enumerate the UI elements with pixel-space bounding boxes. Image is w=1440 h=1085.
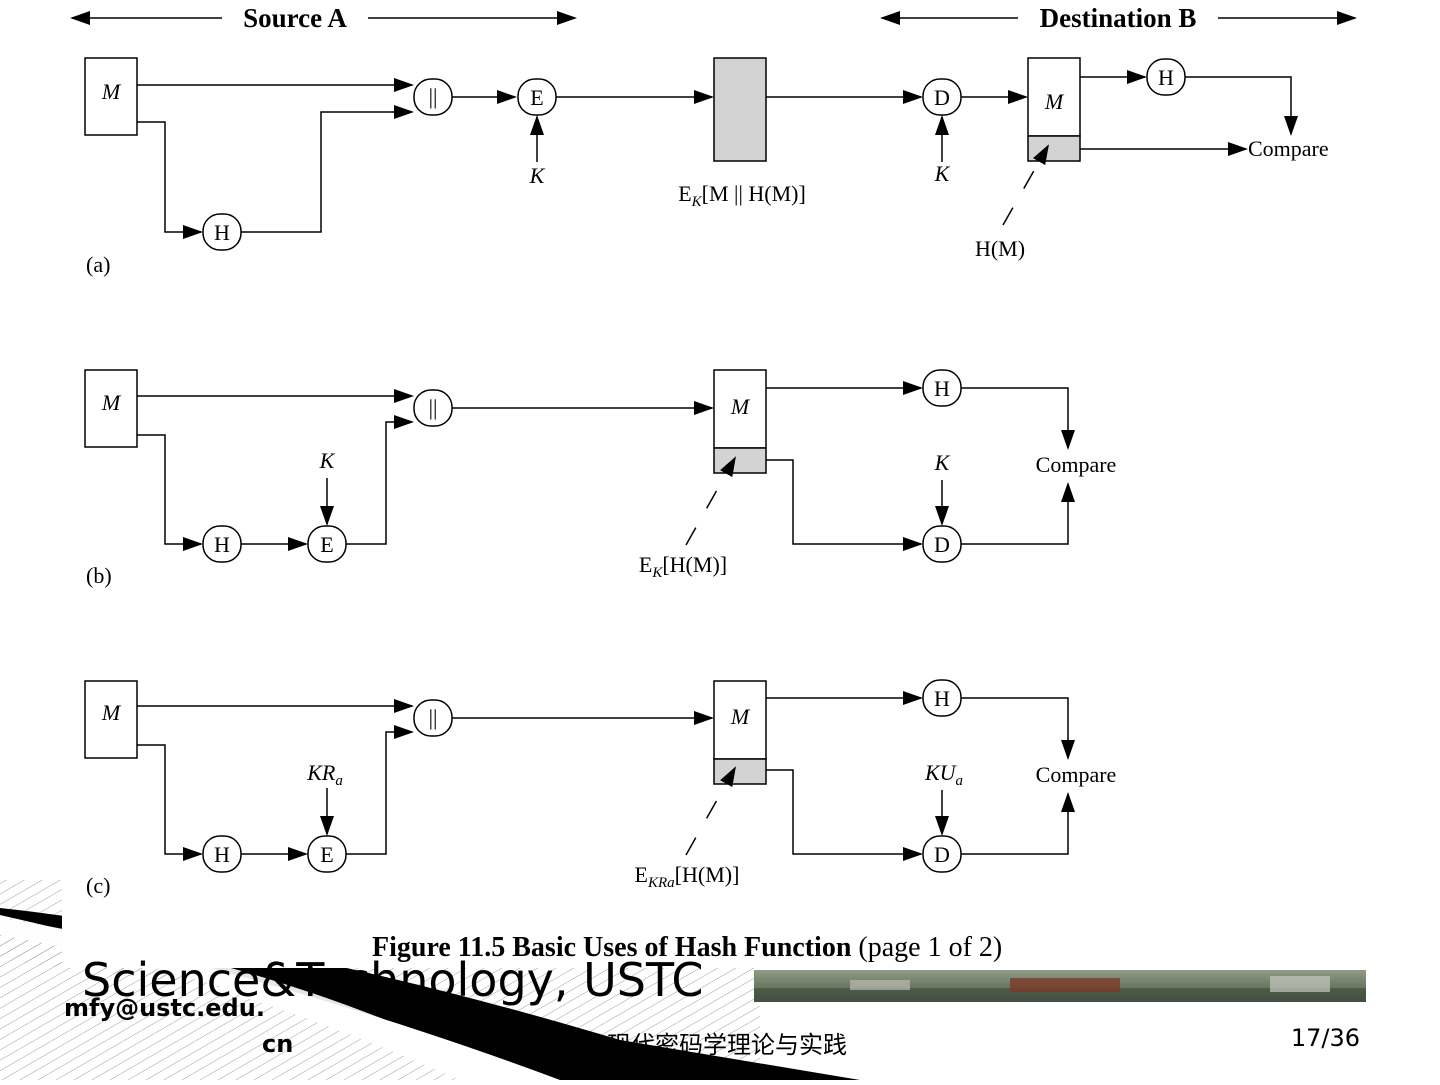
footer-email-line1: mfy@ustc.edu. <box>64 994 265 1022</box>
c-compare-label: Compare <box>1036 762 1117 787</box>
c-key-dec: KUa <box>924 760 963 789</box>
campus-photo <box>754 970 1366 1002</box>
c-recv-message: M <box>730 704 751 729</box>
a-decrypt-node: D <box>934 85 950 110</box>
a-encrypt-node: E <box>530 85 543 110</box>
a-hash-node-b: H <box>1158 65 1174 90</box>
page-number: 17/36 <box>1291 1024 1360 1052</box>
a-transmitted-label: EK[M || H(M)] <box>678 181 806 210</box>
c-panel-label: (c) <box>86 873 110 898</box>
b-encrypt-node: E <box>320 532 333 557</box>
a-panel-label: (a) <box>86 252 110 277</box>
c-encrypt-node: E <box>320 842 333 867</box>
a-recv-message: M <box>1044 89 1065 114</box>
a-key-enc: K <box>529 163 546 188</box>
a-compare-label: Compare <box>1248 136 1329 161</box>
b-hash-node-b: H <box>934 376 950 401</box>
b-panel-label: (b) <box>86 563 112 588</box>
destination-b-label: Destination B <box>1040 3 1197 33</box>
footer-email-line2: cn <box>262 1030 293 1058</box>
c-message-label: M <box>101 700 122 725</box>
source-a-label: Source A <box>243 3 347 33</box>
b-recv-label: EK[H(M)] <box>639 552 727 581</box>
b-recv-message: M <box>730 394 751 419</box>
c-concat-node: || <box>429 705 438 730</box>
b-concat-node: || <box>429 395 438 420</box>
diagram-a <box>84 57 1298 251</box>
diagram-c-text: M H E KRa || M H KUa D Compare EKRa[H(M)… <box>86 686 1116 898</box>
figure-caption: Figure 11.5 Basic Uses of Hash Function … <box>372 932 1002 963</box>
b-compare-label: Compare <box>1036 452 1117 477</box>
c-hash-node-b: H <box>934 686 950 711</box>
b-decrypt-node: D <box>934 532 950 557</box>
footer-watermark: Science&Technology, USTC <box>82 953 704 1007</box>
c-recv-label: EKRa[H(M)] <box>635 862 740 891</box>
b-key-dec: K <box>934 450 951 475</box>
c-hash-node: H <box>214 842 230 867</box>
c-key-enc: KRa <box>306 760 343 789</box>
diagram-c <box>84 679 1075 873</box>
diagram-a-text: M H || E K EK[M || H(M)] D K M H Compare… <box>86 65 1329 277</box>
b-key-enc: K <box>319 448 336 473</box>
diagram-b-text: M H E K || M H K D Compare EK[H(M)] (b) <box>86 376 1116 588</box>
a-recv-hash-label: H(M) <box>975 236 1025 261</box>
a-message-label: M <box>101 79 122 104</box>
b-message-label: M <box>101 390 122 415</box>
a-hash-node: H <box>214 220 230 245</box>
course-title: 现代密码学理论与实践 <box>607 1031 847 1059</box>
a-concat-node: || <box>429 84 438 109</box>
a-key-dec: K <box>934 161 951 186</box>
b-hash-node: H <box>214 532 230 557</box>
diagram-b <box>84 369 1075 563</box>
c-decrypt-node: D <box>934 842 950 867</box>
